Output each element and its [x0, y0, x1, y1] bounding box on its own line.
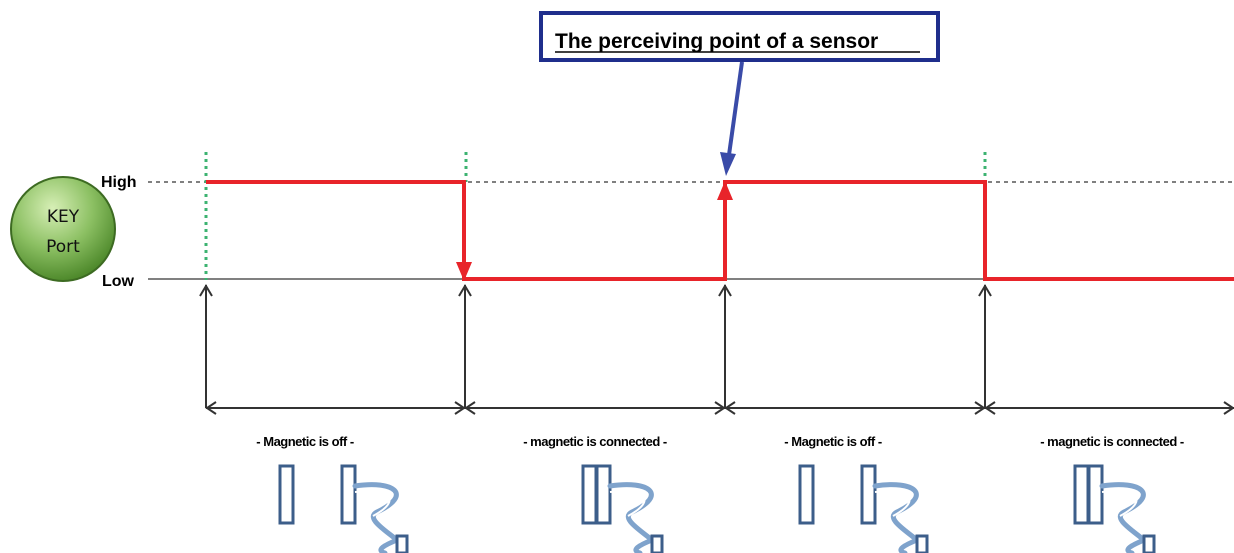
reed-plate [340, 464, 357, 525]
callout-pointer-arrowhead [720, 152, 736, 176]
span-arrowhead [205, 401, 217, 415]
key-port-badge: KEY Port [10, 176, 116, 282]
coil-terminal [650, 534, 664, 553]
reed-plate [860, 464, 877, 525]
magnet-plate [798, 464, 815, 525]
span-arrowhead [724, 401, 736, 415]
span-arrowhead [714, 401, 726, 415]
span-arrowhead [464, 401, 476, 415]
coil-highlight [874, 490, 911, 517]
falling-edge-arrowhead [456, 262, 472, 281]
magnet-closed-icon [581, 464, 664, 553]
span-arrowhead [1223, 401, 1234, 415]
callout-text: The perceiving point of a sensor [555, 30, 878, 53]
low-level-label: Low [102, 273, 135, 290]
magnet-closed-icon [1073, 464, 1156, 553]
coil-wire [607, 482, 657, 553]
timing-arrowhead [458, 284, 472, 297]
coil-highlight [1101, 490, 1138, 517]
span-arrowhead [984, 401, 996, 415]
signal-trace [206, 180, 1234, 281]
key-port-line1: KEY [47, 207, 80, 227]
segment-label: - Magnetic is off - [784, 434, 882, 449]
timing-arrowhead [978, 284, 992, 297]
key-port-line2: Port [46, 237, 80, 257]
magnet-plate [581, 464, 598, 525]
event-markers [204, 152, 987, 280]
reed-plate [1087, 464, 1104, 525]
magnet-open-icon [798, 464, 929, 553]
timing-arrowhead [199, 284, 213, 297]
segment-label: - magnetic is connected - [523, 434, 667, 449]
coil-terminal [395, 534, 409, 553]
key-port-circle [10, 176, 116, 282]
key-signal-waveform [206, 180, 1234, 281]
timing-markers [199, 284, 1234, 415]
segment-label: - Magnetic is off - [256, 434, 354, 449]
timing-arrowhead [718, 284, 732, 297]
coil-highlight [609, 490, 646, 517]
span-arrowhead [454, 401, 466, 415]
magnet-open-icon [278, 464, 409, 553]
coil-wire [872, 482, 922, 553]
reed-plate [595, 464, 612, 525]
high-level-label: High [101, 174, 137, 191]
magnet-icons [278, 464, 1156, 553]
magnet-plate [1073, 464, 1090, 525]
magnet-plate [278, 464, 295, 525]
coil-terminal [915, 534, 929, 553]
coil-wire [352, 482, 402, 553]
rising-edge-arrowhead [717, 181, 733, 200]
coil-terminal [1142, 534, 1156, 553]
span-arrowhead [974, 401, 986, 415]
callout-pointer-arrow [726, 61, 744, 163]
segment-label: - magnetic is connected - [1040, 434, 1184, 449]
coil-wire [1099, 482, 1149, 553]
coil-highlight [354, 490, 391, 517]
sensor-callout: The perceiving point of a sensor [539, 11, 940, 176]
